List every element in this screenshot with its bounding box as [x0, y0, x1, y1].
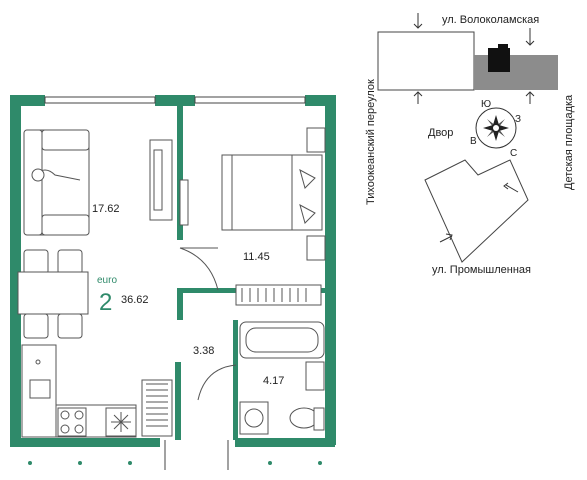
building-outline	[377, 31, 475, 91]
tv-stand	[149, 139, 189, 226]
bathroom-area-label: 4.17	[263, 375, 284, 387]
kitchen	[21, 344, 173, 438]
street-top-label: ул. Волоколамская	[442, 14, 539, 26]
wall-living-bedroom	[177, 100, 183, 240]
class-label: euro	[97, 275, 117, 286]
hallway-area-label: 3.38	[193, 345, 214, 357]
bedroom-door-arc[interactable]	[179, 247, 219, 291]
wall-top-right	[305, 95, 335, 106]
total-area-label: 36.62	[121, 294, 149, 306]
compass-icon	[475, 107, 517, 149]
bathroom-door-arc[interactable]	[197, 364, 237, 401]
street-left-label: Тихоокеанский переулок	[365, 79, 377, 205]
bedroom-area-label: 11.45	[243, 251, 270, 263]
wall-top-left	[10, 95, 45, 106]
compass-w: В	[470, 136, 477, 147]
wall-hall-lower	[175, 362, 181, 440]
bed	[221, 127, 326, 261]
wall-bottom-left	[10, 438, 160, 447]
bathroom	[239, 321, 325, 435]
living-area-label: 17.62	[92, 203, 120, 215]
wall-top-mid	[155, 95, 195, 106]
wall-bottom-right	[235, 438, 335, 447]
wall-hall-upper	[177, 290, 183, 320]
wall-left	[10, 95, 21, 445]
window-bedroom	[194, 96, 306, 104]
wall-right	[325, 95, 336, 445]
compass-s: С	[510, 148, 517, 159]
compass-e: З	[515, 114, 521, 125]
rooms-count: 2	[99, 289, 112, 316]
compass-n: Ю	[481, 99, 491, 110]
courtyard-label: Двор	[428, 127, 453, 139]
room-labels: 17.62 11.45 3.38 4.17 euro 2 36.62	[92, 203, 284, 387]
interior-doors[interactable]	[179, 247, 237, 401]
street-right-label: Детская площадка	[563, 94, 575, 190]
windows	[44, 96, 306, 104]
building-highlight	[488, 48, 510, 72]
window-living	[44, 96, 156, 104]
wall-bedroom-hall	[177, 288, 235, 293]
site-map: ул. Волоколамская Двор Ю З С В у	[365, 13, 575, 276]
building-annex	[474, 55, 558, 90]
wardrobe	[235, 284, 322, 306]
dining-table	[17, 249, 89, 339]
street-bottom-label: ул. Промышленная	[432, 264, 531, 276]
entrance-door[interactable]	[28, 440, 322, 470]
wall-bath-left	[233, 320, 238, 440]
apartment-walls	[10, 95, 336, 447]
sofa	[23, 129, 90, 236]
neighbour-building	[424, 159, 529, 263]
